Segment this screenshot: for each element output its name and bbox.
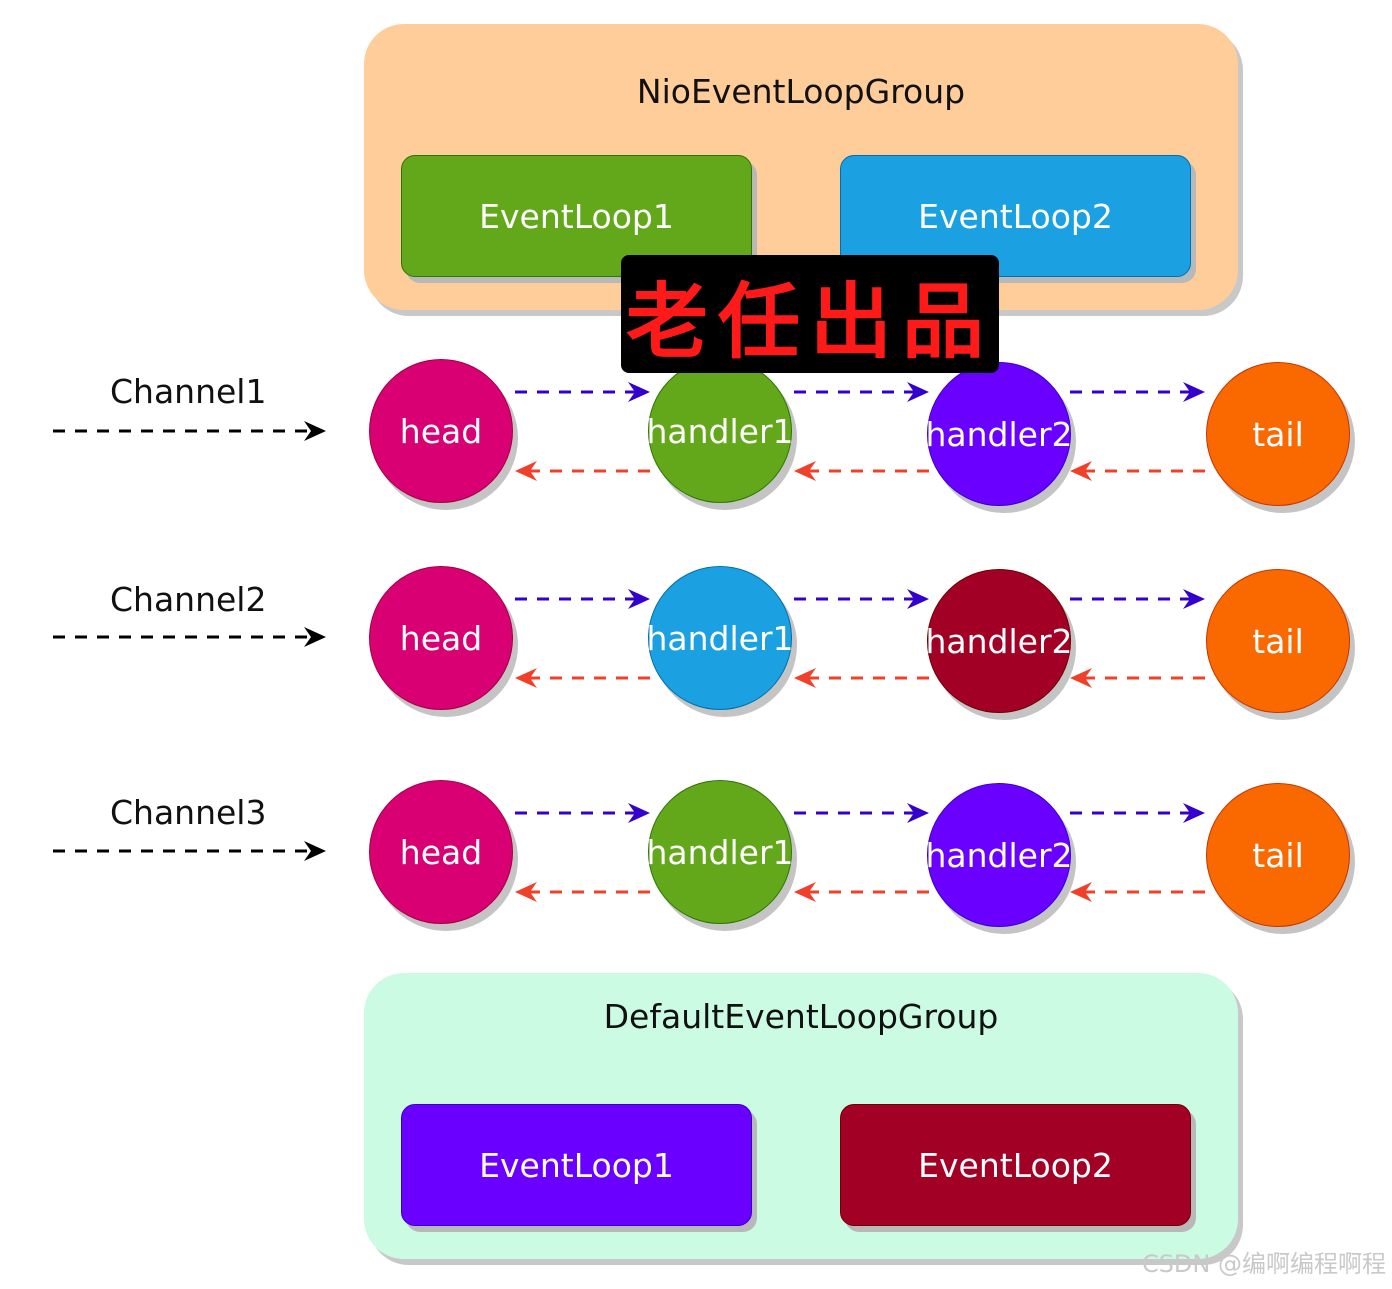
nio-group-title: NioEventLoopGroup — [636, 72, 966, 111]
channel3-backward-arrow-3 — [1070, 882, 1205, 902]
channel2-inbound-arrow — [53, 627, 326, 647]
channel2-backward-arrow-2 — [794, 668, 929, 688]
ch3-tail-node: tail — [1206, 783, 1350, 927]
default-eventloop1: EventLoop1 — [401, 1104, 752, 1226]
ch3-handler2-node: handler2 — [925, 783, 1073, 927]
channel1-backward-arrow-2 — [794, 461, 929, 481]
default-group-title: DefaultEventLoopGroup — [603, 997, 999, 1036]
author-stamp: 老任出品 — [621, 255, 999, 373]
channel1-forward-arrow-2 — [794, 382, 929, 402]
channel3-forward-arrow-3 — [1070, 803, 1205, 823]
ch2-tail-node: tail — [1206, 569, 1350, 713]
ch1-head-node: head — [369, 359, 513, 503]
channel2-forward-arrow-1 — [515, 589, 650, 609]
channel2-forward-arrow-3 — [1070, 589, 1205, 609]
channel2-label: Channel2 — [110, 580, 267, 619]
channel1-backward-arrow-1 — [515, 461, 650, 481]
ch3-handler1-node: handler1 — [646, 780, 794, 924]
ch3-head-node: head — [369, 780, 513, 924]
channel1-backward-arrow-3 — [1070, 461, 1205, 481]
csdn-watermark: CSDN @编啊编程啊程 — [1141, 1250, 1386, 1278]
channel1-forward-arrow-3 — [1070, 382, 1205, 402]
channel3-backward-arrow-1 — [515, 882, 650, 902]
ch1-handler1-node: handler1 — [646, 359, 794, 503]
ch2-handler2-node: handler2 — [925, 569, 1073, 713]
default-eventloop2: EventLoop2 — [840, 1104, 1191, 1226]
channel1-inbound-arrow — [53, 421, 326, 441]
channel3-forward-arrow-2 — [794, 803, 929, 823]
ch2-head-node: head — [369, 566, 513, 710]
channel1-label: Channel1 — [110, 372, 267, 411]
channel3-backward-arrow-2 — [794, 882, 929, 902]
channel2-forward-arrow-2 — [794, 589, 929, 609]
channel2-backward-arrow-3 — [1070, 668, 1205, 688]
channel2-backward-arrow-1 — [515, 668, 650, 688]
nio-eventloop2: EventLoop2 — [840, 155, 1191, 277]
channel3-inbound-arrow — [53, 841, 326, 861]
ch1-tail-node: tail — [1206, 362, 1350, 506]
channel1-forward-arrow-1 — [515, 382, 650, 402]
ch1-handler2-node: handler2 — [925, 362, 1073, 506]
channel3-forward-arrow-1 — [515, 803, 650, 823]
ch2-handler1-node: handler1 — [646, 566, 794, 710]
channel3-label: Channel3 — [110, 793, 267, 832]
